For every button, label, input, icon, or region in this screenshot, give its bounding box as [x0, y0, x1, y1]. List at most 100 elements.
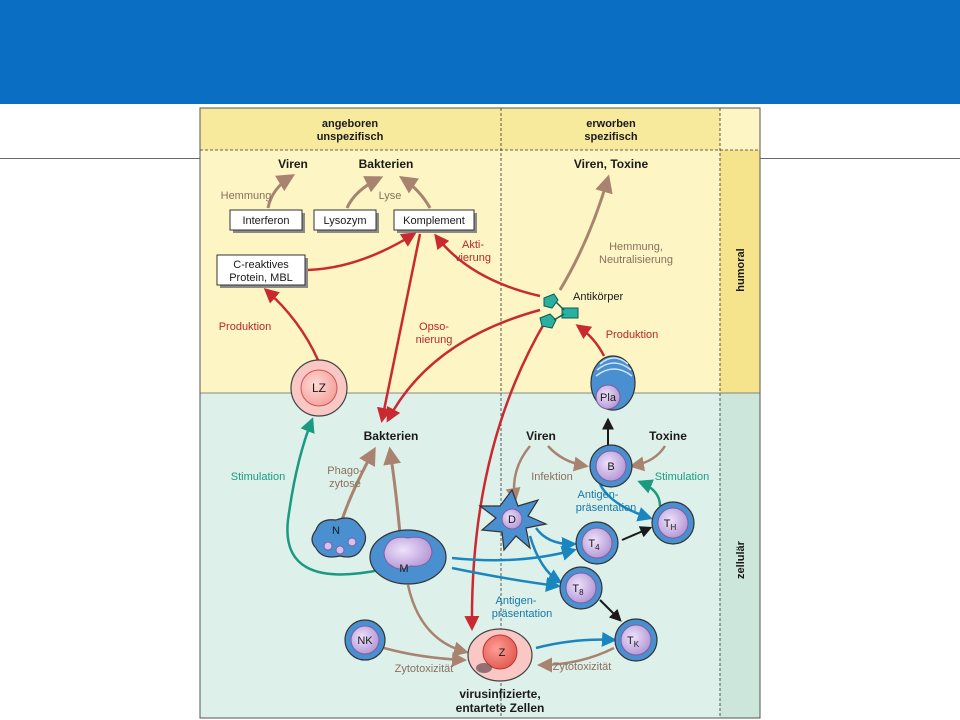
- arrow-t8-tk: [599, 599, 622, 622]
- row-label-humoral: humoral: [735, 248, 747, 291]
- label-phago-1: Phago-: [327, 465, 363, 477]
- arrow-antikoerper-viren-toxine: [558, 174, 613, 291]
- cell-pla-label: Pla: [600, 392, 617, 404]
- label-stimulation-left: Stimulation: [231, 471, 285, 483]
- col-innate-line2: unspezifisch: [317, 131, 384, 143]
- row-label-cellular: zellulär: [735, 540, 747, 579]
- header-bar: [0, 0, 960, 104]
- cell-n-label: N: [332, 525, 340, 537]
- arrow-m-t4: [451, 545, 577, 562]
- arrow-th-b: [637, 479, 662, 507]
- cell-m-label: M: [399, 563, 408, 575]
- box-komplement-label: Komplement: [403, 215, 465, 227]
- z-caption-line1: virusinfizierte,: [459, 687, 540, 701]
- diagram-frame: [199, 107, 761, 719]
- arrow-interferon-viren: [266, 174, 296, 209]
- z-caption-line2: entartete Zellen: [456, 701, 545, 715]
- label-infektion: Infektion: [531, 471, 573, 483]
- cell-tk: TK: [614, 618, 658, 662]
- label-hemmung-neutr-2: Neutralisierung: [599, 254, 673, 266]
- cell-lz-label: LZ: [312, 381, 326, 395]
- arrow-m-lz: [286, 417, 381, 576]
- cell-b-label: B: [607, 461, 614, 473]
- arrow-m-t8: [451, 566, 561, 592]
- label-zyto-right: Zytotoxizität: [553, 661, 612, 673]
- arrow-nk-z: [383, 646, 467, 667]
- cell-z: Z: [467, 628, 533, 682]
- target-toxine: Toxine: [649, 429, 687, 443]
- box-lysozym: [313, 209, 377, 231]
- arrow-antikoerper-bakterien: [386, 308, 541, 423]
- cell-n: N: [311, 517, 367, 558]
- label-zyto-left: Zytotoxizität: [395, 663, 454, 675]
- humoral-panel: [200, 108, 760, 393]
- arrow-lysozym-bakterien: [345, 176, 384, 209]
- divider-left: [0, 158, 200, 159]
- arrow-b-th: [598, 483, 653, 522]
- cell-t8-label: T8: [572, 583, 584, 597]
- box-interferon: [229, 209, 303, 231]
- label-opso-2: nierung: [416, 334, 453, 346]
- cell-d-label: D: [508, 514, 516, 526]
- arrow-z-tk: [535, 631, 617, 650]
- label-produktion-left: Produktion: [219, 321, 272, 333]
- cell-m: M: [369, 529, 447, 585]
- target-viren-cellular: Viren: [526, 429, 556, 443]
- cell-th-label: TH: [664, 518, 677, 532]
- cell-b: B: [589, 444, 633, 488]
- arrow-lz-crp: [263, 288, 320, 361]
- box-lysozym-label: Lysozym: [324, 215, 367, 227]
- antikoerper-icon: [539, 293, 579, 329]
- cell-nk-label: NK: [357, 635, 373, 647]
- target-bakterien-humoral: Bakterien: [359, 157, 414, 171]
- cell-tk-label: TK: [627, 635, 640, 649]
- label-lyse: Lyse: [379, 190, 402, 202]
- arrow-m-z: [406, 584, 469, 657]
- label-antigen1-2: präsentation: [576, 502, 637, 514]
- label-opso-1: Opso-: [419, 321, 449, 333]
- cell-th: TH: [651, 501, 695, 545]
- label-produktion-right: Produktion: [606, 329, 659, 341]
- arrow-t4-th: [621, 526, 653, 541]
- label-hemmung-neutr-1: Hemmung,: [609, 241, 663, 253]
- cell-z-label: Z: [499, 647, 506, 659]
- arrow-tk-z: [537, 646, 615, 673]
- target-bakterien-cellular: Bakterien: [364, 429, 419, 443]
- sidebar-cellular: [720, 393, 760, 718]
- divider-right: [760, 158, 960, 159]
- cell-nk: NK: [344, 619, 386, 661]
- sidebar-humoral: [720, 150, 760, 393]
- arrow-n-bakterien: [340, 446, 376, 521]
- arrow-d-t4: [534, 527, 577, 552]
- box-crp: [216, 254, 306, 286]
- arrow-m-bakterien: [383, 446, 402, 535]
- cell-t4: T4: [575, 521, 619, 565]
- arrow-antikoerper-z: [464, 321, 547, 631]
- col-adaptive-line2: spezifisch: [584, 131, 637, 143]
- arrow-antikoerper-komplement: [434, 233, 541, 298]
- arrow-viren-b: [547, 445, 589, 472]
- label-stimulation-right: Stimulation: [655, 471, 709, 483]
- arrow-komplement-bakterien-cell: [376, 233, 422, 423]
- cell-t8: T8: [559, 566, 603, 610]
- label-antigen2-2: präsentation: [492, 608, 553, 620]
- col-adaptive-line1: erworben: [586, 118, 636, 130]
- label-antigen2-1: Antigen-: [496, 595, 537, 607]
- cell-t4-label: T4: [588, 538, 600, 552]
- arrow-crp-komplement: [307, 232, 417, 272]
- col-innate-line1: angeboren: [322, 118, 379, 130]
- box-interferon-label: Interferon: [242, 215, 289, 227]
- column-header-bg: [200, 108, 720, 150]
- box-crp-line2: Protein, MBL: [229, 272, 293, 284]
- target-viren: Viren: [278, 157, 308, 171]
- antikoerper-label: Antikörper: [573, 291, 623, 303]
- arrow-pla-antikoerper: [575, 324, 606, 357]
- arrow-toxine-b: [629, 445, 667, 472]
- label-akti-1: Akti-: [462, 239, 484, 251]
- label-antigen1-1: Antigen-: [578, 489, 619, 501]
- label-phago-2: zytose: [329, 478, 361, 490]
- cell-pla: Pla: [590, 355, 636, 411]
- cell-d: D: [478, 488, 548, 552]
- cell-lz: LZ: [290, 359, 348, 417]
